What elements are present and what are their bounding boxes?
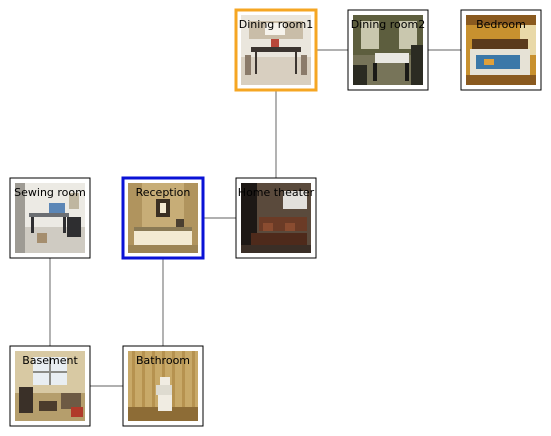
room-label: Dining room1 bbox=[239, 18, 313, 31]
room-node-reception[interactable]: Reception bbox=[121, 176, 205, 260]
room-label: Home theater bbox=[238, 186, 315, 199]
room-label: Sewing room bbox=[14, 186, 86, 199]
room-node-bathroom[interactable]: Bathroom bbox=[122, 345, 204, 427]
room-thumbnail bbox=[241, 15, 311, 85]
room-node-dining1[interactable]: Dining room1 bbox=[234, 8, 318, 92]
room-thumbnail bbox=[353, 15, 423, 85]
room-thumbnail bbox=[128, 351, 198, 421]
room-thumbnail bbox=[466, 15, 536, 85]
room-thumbnail bbox=[15, 183, 85, 253]
room-node-theater[interactable]: Home theater bbox=[235, 177, 317, 259]
room-label: Bedroom bbox=[476, 18, 526, 31]
room-node-basement[interactable]: Basement bbox=[9, 345, 91, 427]
room-label: Reception bbox=[136, 186, 191, 199]
room-thumbnail bbox=[128, 183, 198, 253]
room-label: Bathroom bbox=[136, 354, 190, 367]
room-node-dining2[interactable]: Dining room2 bbox=[347, 9, 429, 91]
room-node-sewing[interactable]: Sewing room bbox=[9, 177, 91, 259]
room-node-bedroom[interactable]: Bedroom bbox=[460, 9, 542, 91]
room-label: Basement bbox=[22, 354, 78, 367]
room-thumbnail bbox=[241, 183, 311, 253]
room-thumbnail bbox=[15, 351, 85, 421]
room-label: Dining room2 bbox=[351, 18, 425, 31]
